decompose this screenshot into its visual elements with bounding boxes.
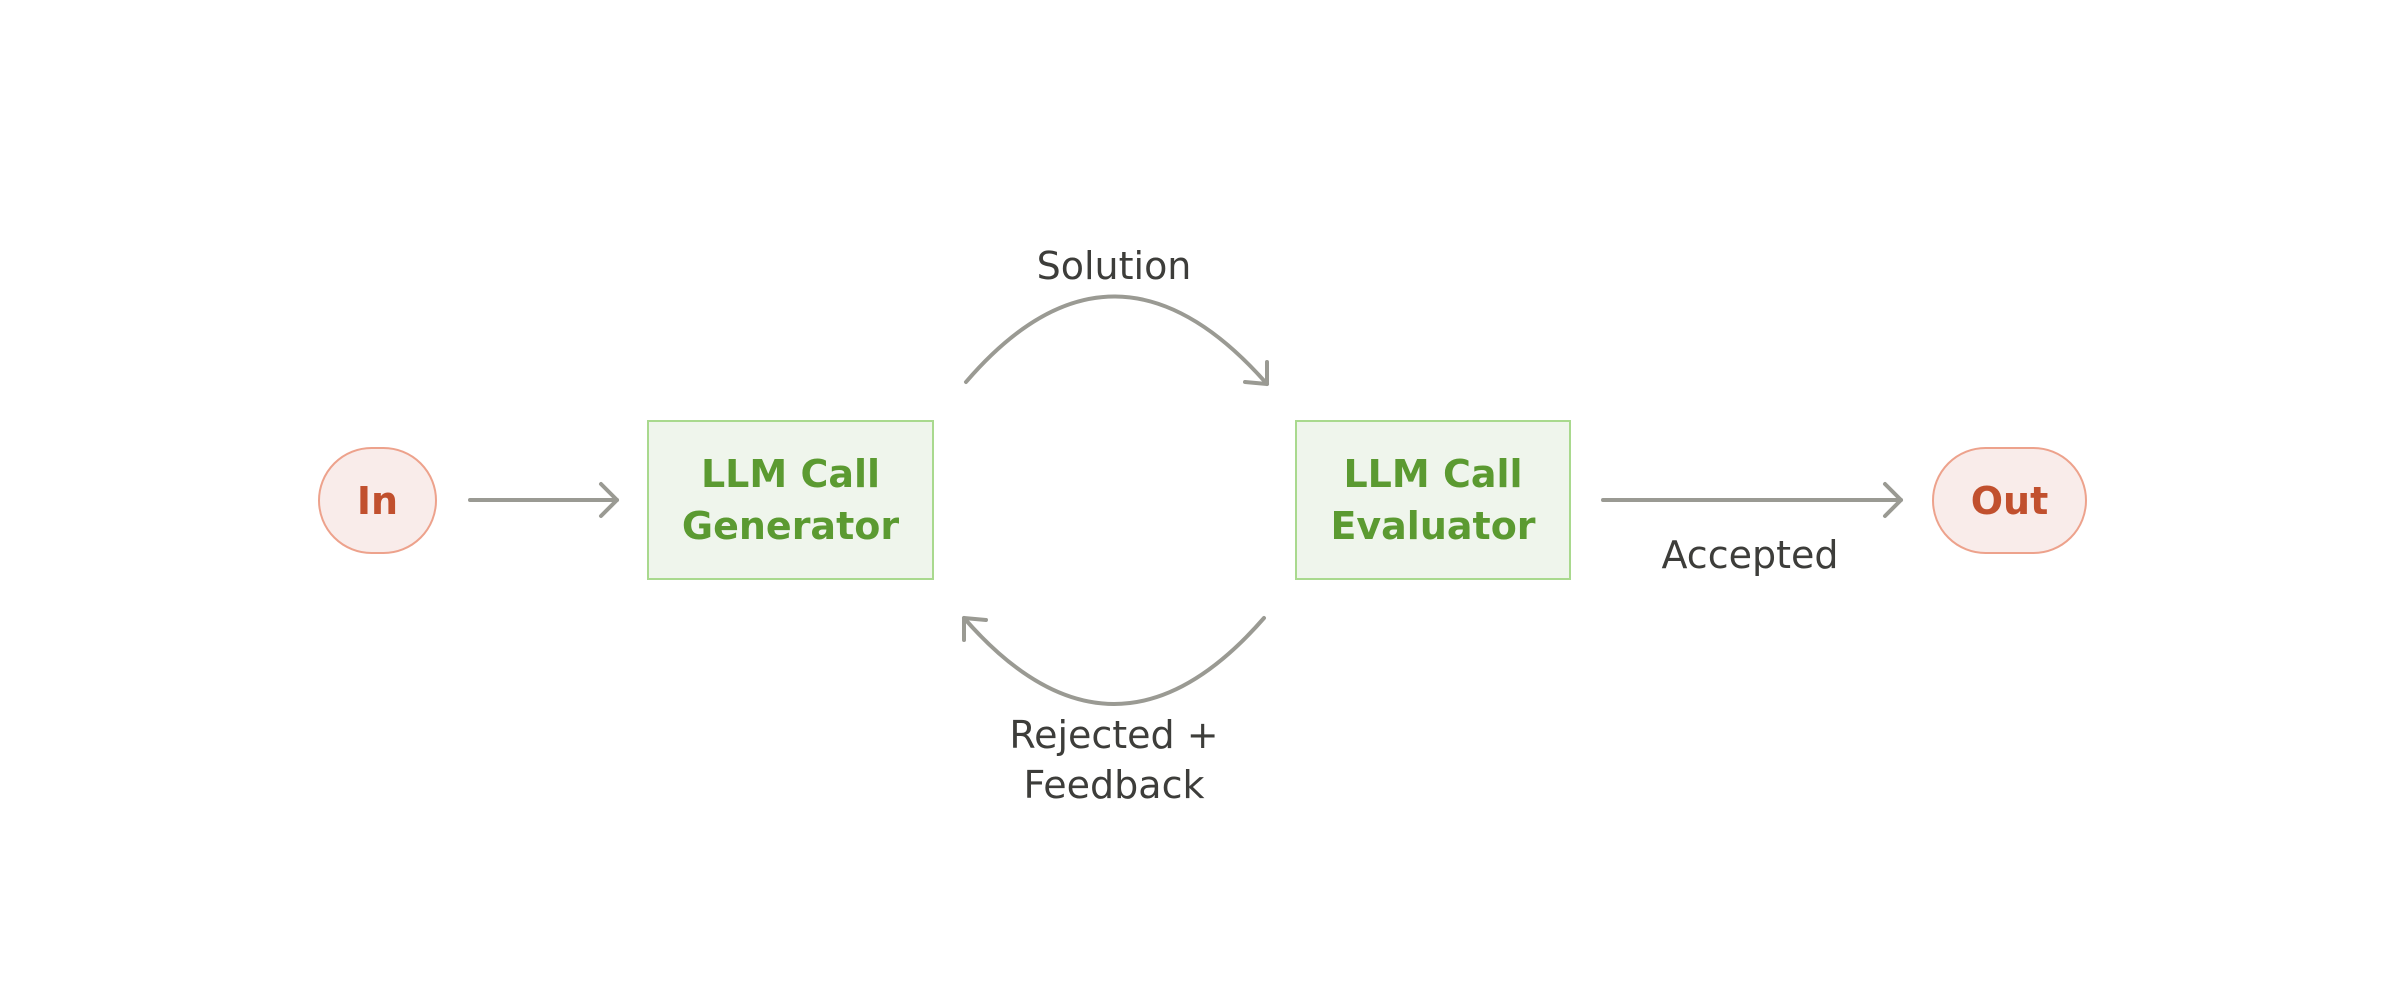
- evaluator-node: LLM Call Evaluator: [1295, 420, 1571, 580]
- output-node: Out: [1932, 447, 2087, 554]
- evaluator-node-line1: LLM Call: [1343, 452, 1523, 496]
- generator-node-line2: Generator: [681, 504, 900, 548]
- generator-node: LLM Call Generator: [647, 420, 934, 580]
- solution-edge-label: Solution: [1036, 244, 1192, 288]
- feedback-edge-label-line1: Rejected +: [1009, 713, 1219, 757]
- feedback-edge-label: Rejected + Feedback: [964, 710, 1264, 810]
- feedback-edge-label-line2: Feedback: [1023, 763, 1205, 807]
- accepted-edge-label: Accepted: [1661, 533, 1839, 577]
- arrowhead-feedback: [962, 616, 988, 642]
- evaluator-node-line2: Evaluator: [1330, 504, 1536, 548]
- arrowhead-solution: [1243, 360, 1269, 386]
- arrowhead-evaluator-to-out: [1883, 482, 1903, 518]
- generator-node-line1: LLM Call: [700, 452, 881, 496]
- arrow-feedback-arc: [962, 616, 1266, 706]
- input-node: In: [318, 447, 437, 554]
- arrow-solution-arc: [964, 294, 1269, 386]
- input-node-label: In: [356, 478, 399, 523]
- arrowhead-in-to-generator: [599, 482, 619, 518]
- output-node-label: Out: [1970, 478, 2049, 523]
